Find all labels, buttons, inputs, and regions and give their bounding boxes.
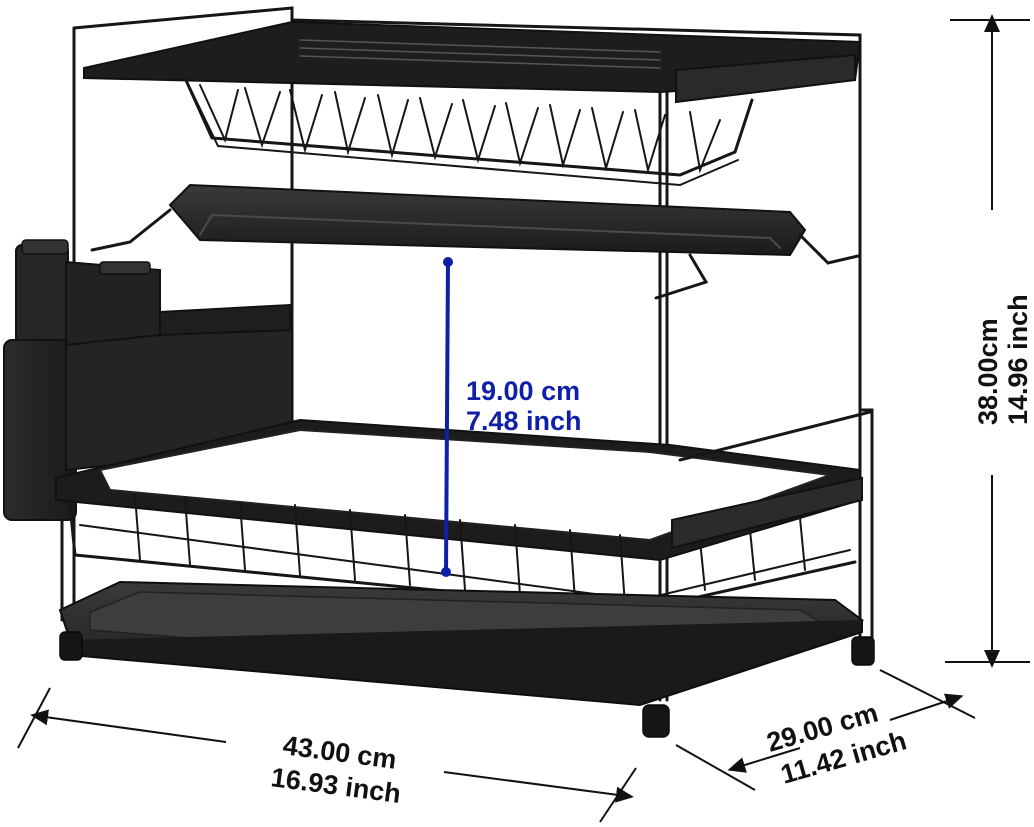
tier-gap-indicator xyxy=(441,257,453,577)
tier-gap-metric-label: 19.00 cm xyxy=(466,376,580,406)
upper-dish-rack xyxy=(72,6,862,187)
tier-gap-imperial-label: 7.48 inch xyxy=(466,406,582,436)
bottom-drip-tray xyxy=(58,580,865,707)
width-dimension-line xyxy=(17,687,637,823)
middle-drip-tray xyxy=(90,183,860,300)
height-dimension-line xyxy=(945,13,1030,668)
height-metric-label: 38.00cm xyxy=(973,318,1003,425)
height-imperial-label: 14.96 inch xyxy=(1003,294,1033,425)
lower-dish-rack xyxy=(55,408,874,642)
rack-feet xyxy=(59,631,875,738)
dish-rack-illustration xyxy=(3,6,875,738)
depth-dimension-line xyxy=(675,669,976,791)
